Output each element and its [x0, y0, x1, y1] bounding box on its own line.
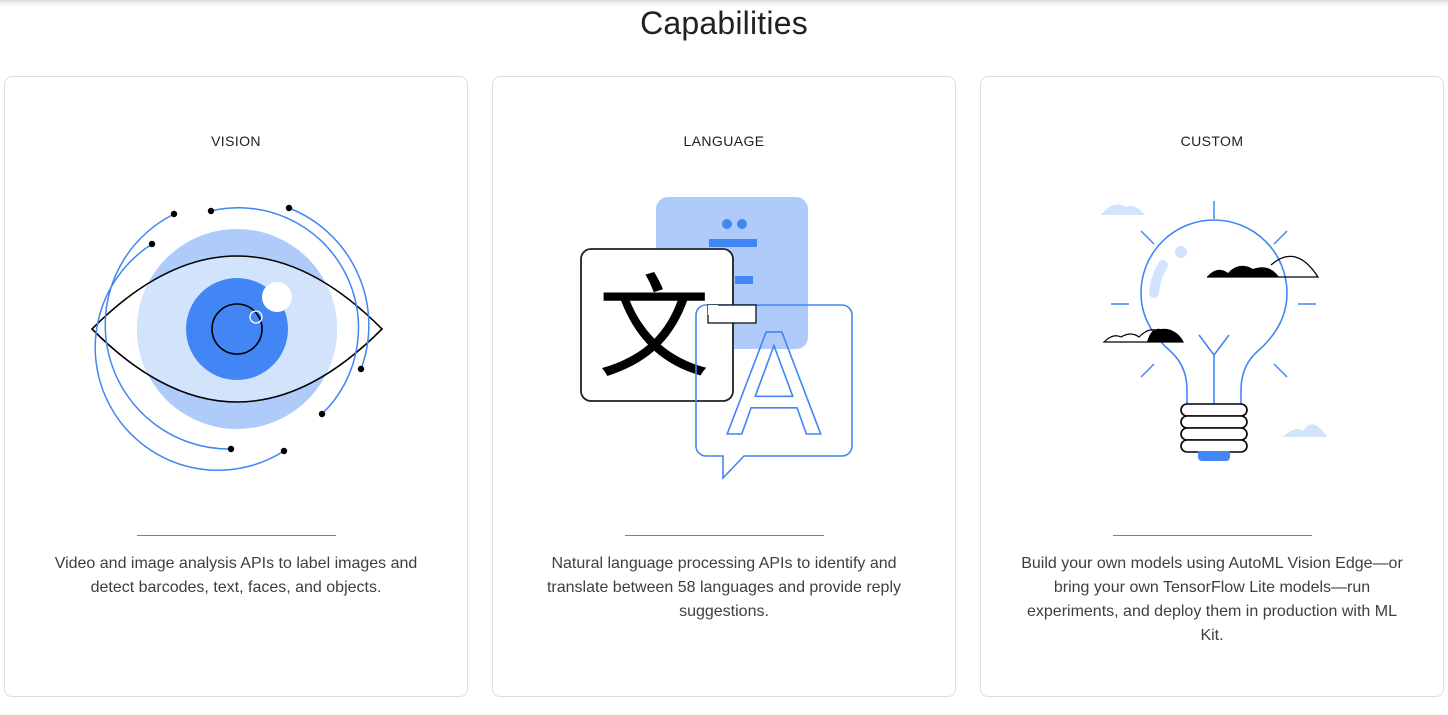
card-vision[interactable]: VISION [4, 76, 468, 697]
divider [1113, 535, 1312, 536]
card-title: LANGUAGE [683, 133, 765, 149]
capabilities-cards: VISION [4, 76, 1444, 697]
card-custom[interactable]: CUSTOM [980, 76, 1444, 697]
divider [625, 535, 824, 536]
card-description: Build your own models using AutoML Visio… [1021, 555, 1403, 644]
card-title: CUSTOM [1180, 133, 1244, 149]
top-shadow [0, 0, 1448, 8]
card-description: Video and image analysis APIs to label i… [54, 555, 418, 596]
latin-glyph: A [726, 305, 822, 468]
card-language[interactable]: LANGUAGE 文 A Natural language processing… [492, 76, 956, 697]
divider [137, 535, 336, 536]
translate-illustration-icon: 文 A [493, 197, 955, 507]
eye-illustration-icon [5, 197, 467, 507]
card-title: VISION [211, 133, 261, 149]
chinese-glyph: 文 [598, 264, 710, 394]
card-description: Natural language processing APIs to iden… [546, 555, 902, 620]
lightbulb-illustration-icon [981, 197, 1443, 507]
page-title: Capabilities [640, 5, 808, 41]
